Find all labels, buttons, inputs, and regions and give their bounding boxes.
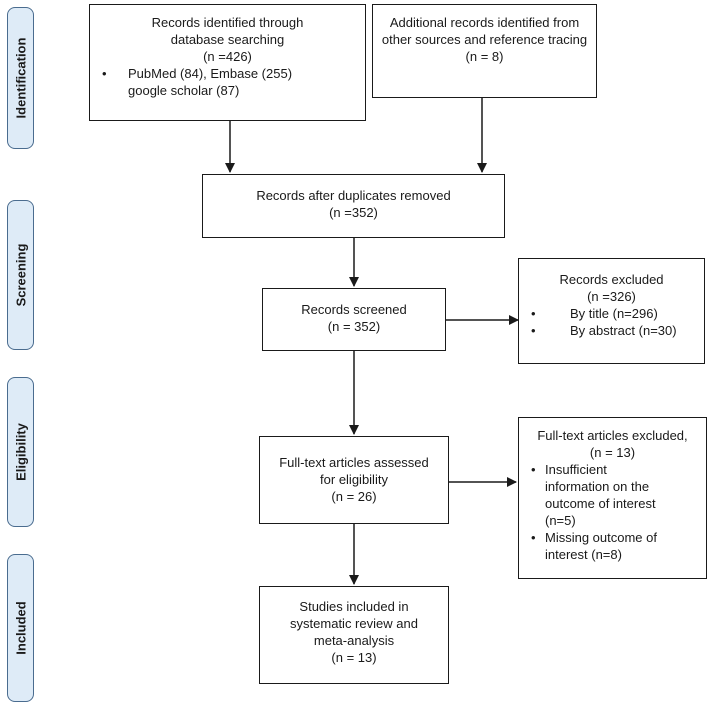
box-line: other sources and reference tracing [381, 32, 588, 47]
box-line: Studies included in [299, 599, 409, 614]
stage-label-eligibility: Eligibility [13, 423, 28, 481]
box-line: (n =426) [203, 49, 252, 64]
box-line: for eligibility [320, 472, 388, 487]
records-identified-box: Records identified through database sear… [89, 4, 366, 121]
stage-label-screening: Screening [13, 243, 28, 307]
fulltext-excluded-box: Full-text articles excluded, (n = 13) • … [518, 417, 707, 579]
exclusion-bullet: By title (n=296) [519, 305, 704, 322]
box-line: interest (n=8) [545, 547, 622, 562]
stage-label-identification: Identification [13, 37, 28, 119]
box-line: Full-text articles assessed [279, 455, 429, 470]
box-line: (n=5) [545, 513, 576, 528]
box-line: Records screened [301, 302, 407, 317]
stage-identification: Identification [7, 7, 34, 149]
box-line: google scholar (87) [128, 83, 240, 98]
records-excluded-box: Records excluded (n =326) By title (n=29… [518, 258, 705, 364]
exclusion-bullet: • Missing outcome of interest (n=8) [519, 529, 706, 563]
box-line: Records excluded [559, 272, 664, 287]
box-line: Insufficient [545, 462, 607, 477]
stage-eligibility: Eligibility [7, 377, 34, 527]
box-line: (n =352) [329, 205, 378, 220]
box-line: database searching [170, 32, 285, 47]
box-line: Additional records identified from [389, 15, 580, 30]
stage-included: Included [7, 554, 34, 702]
source-bullet: PubMed (84), Embase (255) [90, 65, 365, 82]
additional-records-box: Additional records identified from other… [372, 4, 597, 98]
records-screened-box: Records screened (n = 352) [262, 288, 446, 351]
stage-screening: Screening [7, 200, 34, 350]
box-line: (n =326) [587, 289, 636, 304]
fulltext-assessed-box: Full-text articles assessed for eligibil… [259, 436, 449, 524]
box-line: systematic review and [290, 616, 418, 631]
box-line: (n = 352) [327, 319, 381, 334]
box-line: (n = 8) [465, 49, 504, 64]
box-line: (n = 26) [331, 489, 377, 504]
box-line: Full-text articles excluded, [537, 428, 688, 443]
box-line: (n = 13) [589, 445, 636, 460]
box-line: Records identified through [151, 15, 304, 30]
bullet-dot-icon: • [531, 530, 536, 545]
box-line: (n = 13) [331, 650, 377, 665]
box-line: Records after duplicates removed [256, 188, 451, 203]
duplicates-removed-box: Records after duplicates removed (n =352… [202, 174, 505, 238]
exclusion-bullet: • Insufficient information on the outcom… [519, 461, 706, 529]
exclusion-bullet: By abstract (n=30) [519, 322, 704, 339]
studies-included-box: Studies included in systematic review an… [259, 586, 449, 684]
bullet-dot-icon: • [531, 462, 536, 477]
box-line: outcome of interest [545, 496, 656, 511]
box-line: meta-analysis [313, 633, 395, 648]
box-line: Missing outcome of [545, 530, 657, 545]
box-line: information on the [545, 479, 650, 494]
stage-label-included: Included [13, 601, 28, 655]
